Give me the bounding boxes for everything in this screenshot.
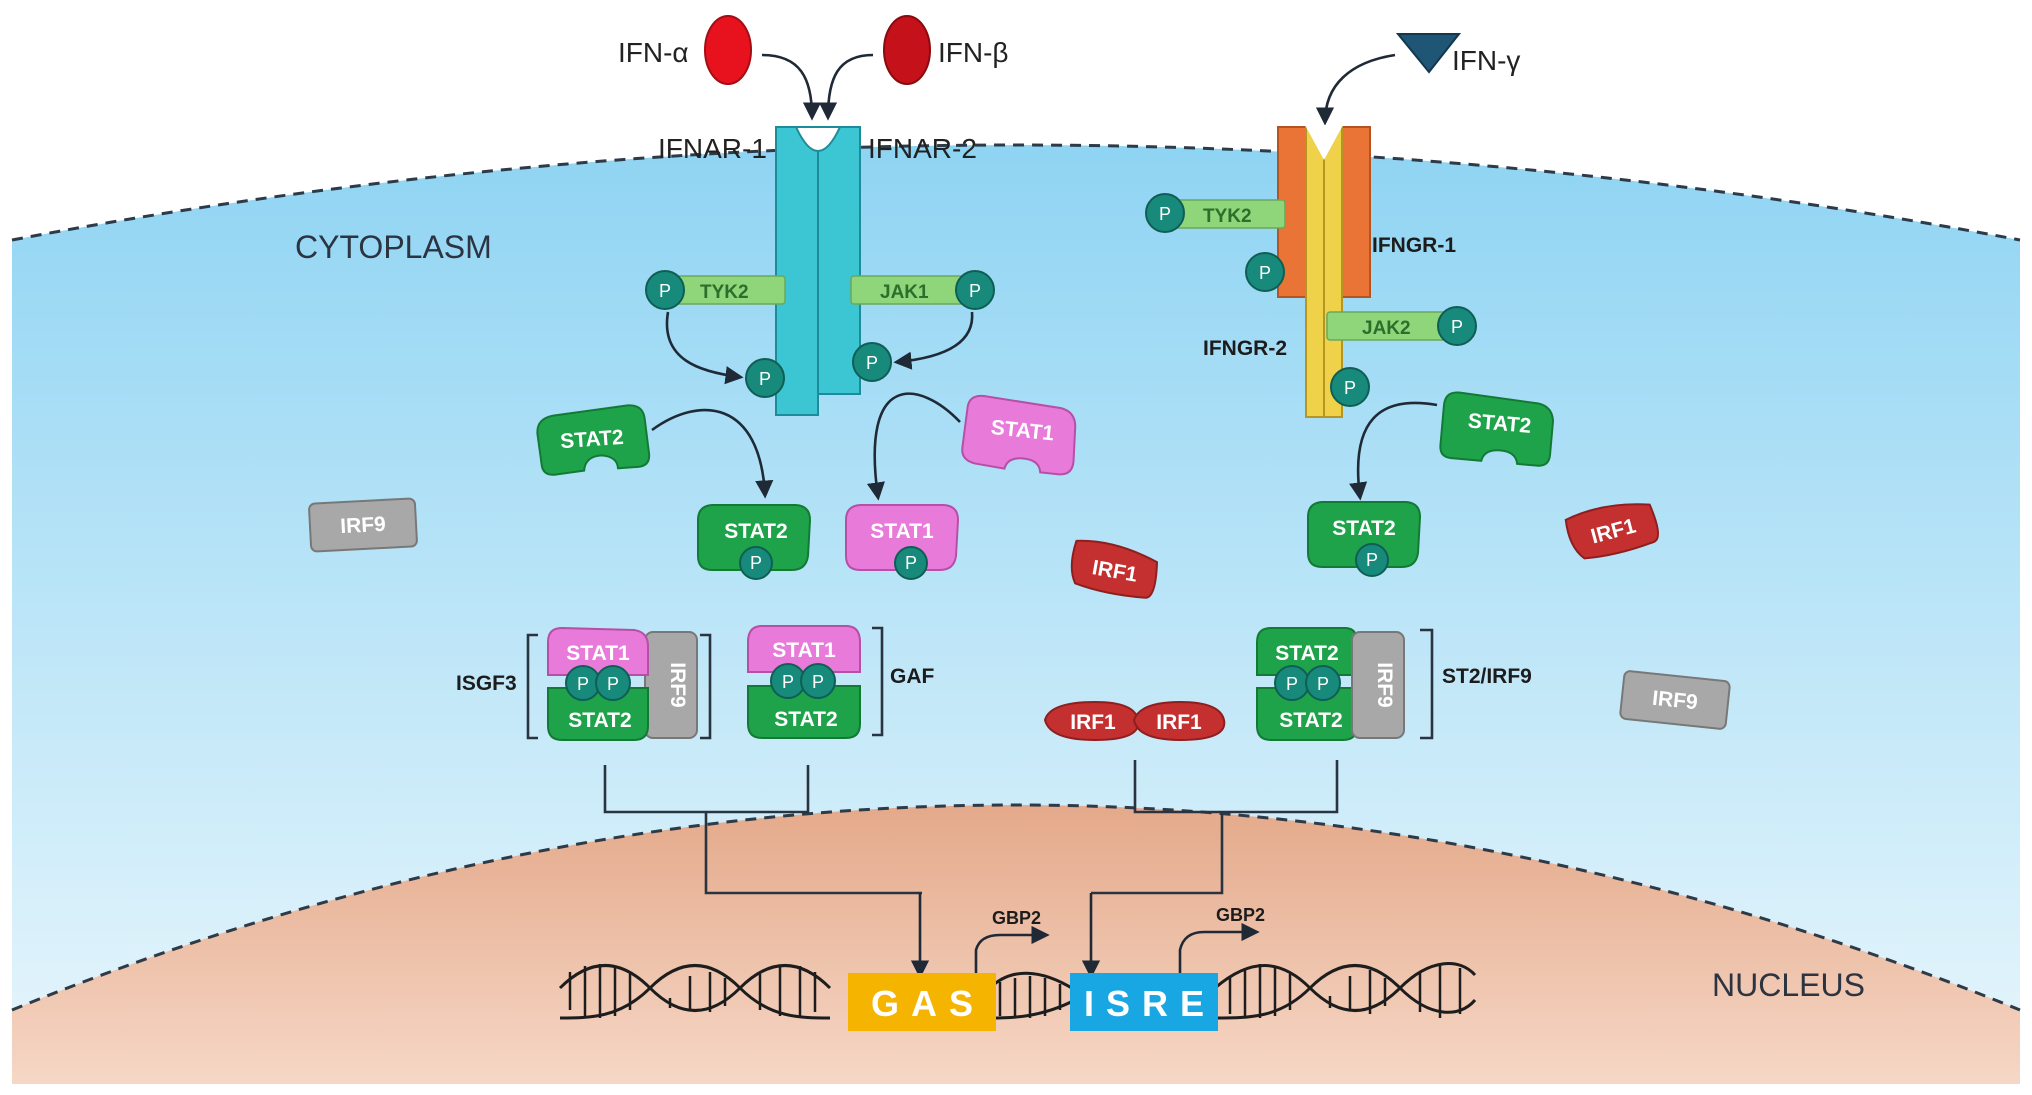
phospho-ifnar1-site [745,358,785,398]
phospho-ifnar1-label: P [759,369,771,389]
phospho-stat2-ifngr: P [1366,550,1378,570]
ifn-beta-arrow [818,53,874,121]
gaf-stat1-label: STAT1 [772,639,836,662]
isgf3-phospho-1: P [577,674,589,694]
phospho-ifngr1-label: P [1259,263,1271,283]
phospho-jak1: P [969,281,981,301]
isgf3-complex: IRF9 STAT1 STAT2 P P [526,626,712,741]
tyk2-label-ifnar: TYK2 [700,282,749,303]
isgf3-phospho-2: P [607,674,619,694]
isre-bracket-connector [1091,760,1339,895]
jak1-label: JAK1 [880,282,929,303]
isgf3-stat2-label: STAT2 [568,709,631,732]
phospho-ifngr2-site [1330,367,1370,407]
phospho-ifnar2-label: P [866,353,878,373]
irf1-free-right: IRF1 [1564,503,1660,560]
irf9-free-left-label: IRF9 [340,513,387,538]
isgf3-irf9-label: IRF9 [666,662,689,708]
irf9-free-right: IRF9 [1619,670,1731,730]
isre-element: ISRE [1070,973,1218,1031]
ligand-ifn-beta: IFN-β [883,15,1009,85]
st2-irf9-phospho-2: P [1317,674,1329,694]
ifnar1-label: IFNAR-1 [658,133,767,164]
phospho-tyk2-ifnar: P [659,281,671,301]
stat1-recruit-arrow [866,392,961,501]
stat2-recruit-arrow-ifngr [1349,401,1438,501]
stat2-free-ifngr-label: STAT2 [1467,409,1532,437]
irf9-free-left: IRF9 [308,497,418,553]
gas-element: GAS [848,973,996,1031]
ifnar-receptor [775,126,861,416]
tyk2-phosphorylation-arrow [665,311,744,385]
ifn-beta-label: IFN-β [938,37,1009,68]
ligand-ifn-alpha: IFN-α [618,15,752,85]
phospho-ifnar2-site [852,342,892,382]
ifngr2-label: IFNGR-2 [1203,337,1287,360]
ligand-ifn-gamma: IFN-γ [1395,33,1520,76]
jak2-label: JAK2 [1362,318,1411,339]
stat2-free-ifnar: STAT2 [536,404,651,476]
tyk2-kinase-ifnar: TYK2 P [645,270,786,310]
phospho-tyk2-ifngr: P [1159,204,1171,224]
ifn-gamma-label: IFN-γ [1452,45,1520,76]
ifn-gamma-arrow [1315,53,1396,126]
isgf3-label: ISGF3 [456,672,517,695]
phospho-ifngr2-label: P [1344,378,1356,398]
isgf3-stat1-label: STAT1 [566,642,630,665]
stat2-free-ifngr: STAT2 [1439,391,1555,467]
gaf-phospho-2: P [812,672,824,692]
stat2-phospho-ifnar: STAT2 P [697,504,812,580]
ifngr1-label: IFNGR-1 [1372,234,1456,257]
irf1-dimer-right-label: IRF1 [1156,711,1202,734]
nucleus-label: NUCLEUS [1712,967,1865,1003]
gbp2-left-label: GBP2 [992,908,1041,928]
tyk2-kinase-ifngr: TYK2 P [1145,193,1286,233]
st2-irf9-label: ST2/IRF9 [1442,665,1532,688]
st2-irf9-stat2-bottom-label: STAT2 [1279,709,1342,732]
phospho-stat1-ifnar: P [905,553,917,573]
irf9-free-right-label: IRF9 [1651,687,1699,715]
tyk2-label-ifngr: TYK2 [1203,206,1252,227]
stat1-free: STAT1 [961,394,1077,476]
stat2-phospho-ifngr-label: STAT2 [1332,517,1395,540]
st2-irf9-phospho-1: P [1286,674,1298,694]
stat1-phospho-ifnar: STAT1 P [845,504,960,580]
st2-irf9-complex: STAT2 STAT2 IRF9 P P [1256,627,1434,741]
gbp2-left-transcription-arrow [974,925,1050,973]
st2-irf9-stat2-top-label: STAT2 [1275,642,1338,665]
jak1-phosphorylation-arrow [893,311,974,370]
st2-irf9-irf9-label: IRF9 [1373,662,1396,708]
irf1-dimer-left-label: IRF1 [1070,711,1116,734]
ifngr-receptor [1277,125,1371,418]
ifnar2-label: IFNAR-2 [868,133,977,164]
isre-label: ISRE [1084,983,1216,1024]
gas-bracket-connector [603,765,922,895]
gas-label: GAS [871,983,985,1024]
irf1-dimer: IRF1 IRF1 [1043,700,1226,742]
gaf-stat2-label: STAT2 [774,708,837,731]
gaf-label: GAF [890,665,935,688]
irf1-free-center: IRF1 [1070,539,1159,599]
stat1-phospho-ifnar-label: STAT1 [870,520,934,543]
cytoplasm-region [11,143,2021,1084]
dna-strand [558,962,1477,1020]
gbp2-right-label: GBP2 [1216,905,1265,925]
nucleus-region [11,803,2021,1084]
gaf-complex: STAT1 STAT2 P P [747,625,884,739]
stat2-phospho-ifnar-label: STAT2 [724,520,787,543]
phospho-stat2-ifnar: P [750,553,762,573]
jak1-kinase: JAK1 P [850,270,995,310]
stat2-phospho-ifngr: STAT2 P [1307,501,1422,577]
phospho-jak2: P [1451,317,1463,337]
gbp2-right-transcription-arrow [1178,922,1260,973]
phospho-ifngr1-site [1245,252,1285,292]
jak2-kinase: JAK2 P [1326,306,1477,346]
gaf-phospho-1: P [782,672,794,692]
stat2-recruit-arrow-ifnar [651,408,774,499]
cytoplasm-label: CYTOPLASM [295,229,492,265]
ifn-alpha-arrow [761,53,822,121]
ifn-alpha-label: IFN-α [618,37,689,68]
stat2-free-ifnar-label: STAT2 [560,426,625,453]
